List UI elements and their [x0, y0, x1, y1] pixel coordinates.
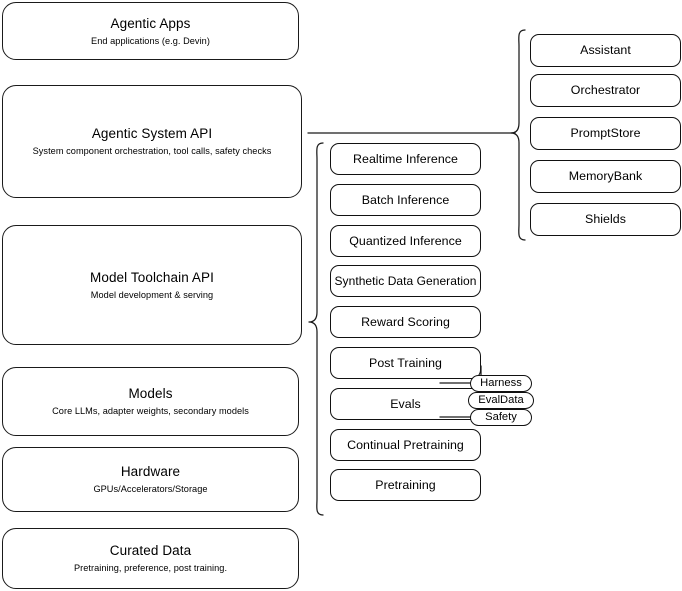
toolchain-item-continual-pretraining[interactable]: Continual Pretraining: [330, 429, 481, 461]
toolchain-item-quantized-inference[interactable]: Quantized Inference: [330, 225, 481, 257]
eval-pill-safety[interactable]: Safety: [470, 409, 532, 426]
toolchain-item-batch-inference[interactable]: Batch Inference: [330, 184, 481, 216]
toolchain-item-realtime-inference[interactable]: Realtime Inference: [330, 143, 481, 175]
layer-subtitle: System component orchestration, tool cal…: [32, 146, 272, 156]
eval-pill-harness[interactable]: Harness: [470, 375, 532, 392]
layer-subtitle: Core LLMs, adapter weights, secondary mo…: [52, 406, 249, 416]
layer-agentic-apps[interactable]: Agentic Apps End applications (e.g. Devi…: [2, 2, 299, 60]
right-brace-icon: [510, 29, 526, 241]
layer-subtitle: GPUs/Accelerators/Storage: [93, 484, 208, 494]
system-component-memorybank[interactable]: MemoryBank: [530, 160, 681, 193]
eval-pill-evaldata[interactable]: EvalData: [468, 392, 534, 409]
layer-title: Curated Data: [109, 543, 192, 558]
system-component-assistant[interactable]: Assistant: [530, 34, 681, 67]
layer-agentic-system-api[interactable]: Agentic System API System component orch…: [2, 85, 302, 198]
toolchain-item-synthetic-data-generation[interactable]: Synthetic Data Generation: [330, 265, 481, 297]
layer-curated-data[interactable]: Curated Data Pretraining, preference, po…: [2, 528, 299, 589]
layer-subtitle: Pretraining, preference, post training.: [73, 563, 228, 573]
layer-title: Model Toolchain API: [90, 269, 214, 285]
toolchain-item-pretraining[interactable]: Pretraining: [330, 469, 481, 501]
layer-subtitle: Model development & serving: [90, 289, 214, 300]
toolchain-item-reward-scoring[interactable]: Reward Scoring: [330, 306, 481, 338]
toolchain-item-evals[interactable]: Evals: [330, 388, 481, 420]
toolchain-item-post-training[interactable]: Post Training: [330, 347, 481, 379]
layer-title: Agentic System API: [91, 126, 213, 141]
layer-subtitle: End applications (e.g. Devin): [91, 35, 210, 46]
system-component-promptstore[interactable]: PromptStore: [530, 117, 681, 150]
layer-title: Hardware: [120, 464, 181, 479]
left-brace-icon: [308, 142, 324, 516]
layer-model-toolchain-api[interactable]: Model Toolchain API Model development & …: [2, 225, 302, 345]
layer-hardware[interactable]: Hardware GPUs/Accelerators/Storage: [2, 447, 299, 512]
system-component-shields[interactable]: Shields: [530, 203, 681, 236]
layer-models[interactable]: Models Core LLMs, adapter weights, secon…: [2, 367, 299, 436]
layer-title: Agentic Apps: [110, 15, 191, 31]
layer-title: Models: [128, 386, 173, 401]
system-component-orchestrator[interactable]: Orchestrator: [530, 74, 681, 107]
